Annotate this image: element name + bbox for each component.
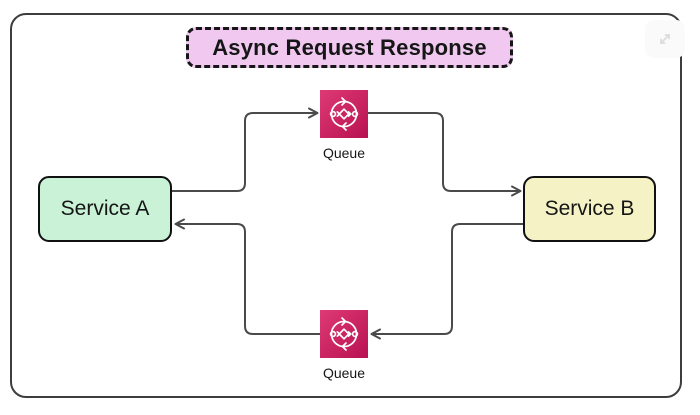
service-b-node: Service B: [523, 176, 656, 242]
sqs-queue-icon: [320, 90, 368, 138]
expand-button[interactable]: [645, 20, 685, 58]
diagram-title-label: Async Request Response: [212, 34, 487, 60]
service-a-node: Service A: [38, 176, 172, 242]
service-a-label: Service A: [60, 197, 150, 220]
queue-top-node: Queue: [320, 90, 368, 161]
sqs-queue-icon: [320, 310, 368, 358]
queue-bottom-label: Queue: [322, 365, 366, 381]
expand-diagonal-arrow-icon: [660, 34, 670, 44]
service-b-label: Service B: [544, 197, 635, 220]
queue-bottom-node: Queue: [320, 310, 368, 381]
diagram-border: [10, 13, 682, 398]
diagram-title: Async Request Response: [186, 27, 513, 68]
queue-top-label: Queue: [322, 145, 366, 161]
